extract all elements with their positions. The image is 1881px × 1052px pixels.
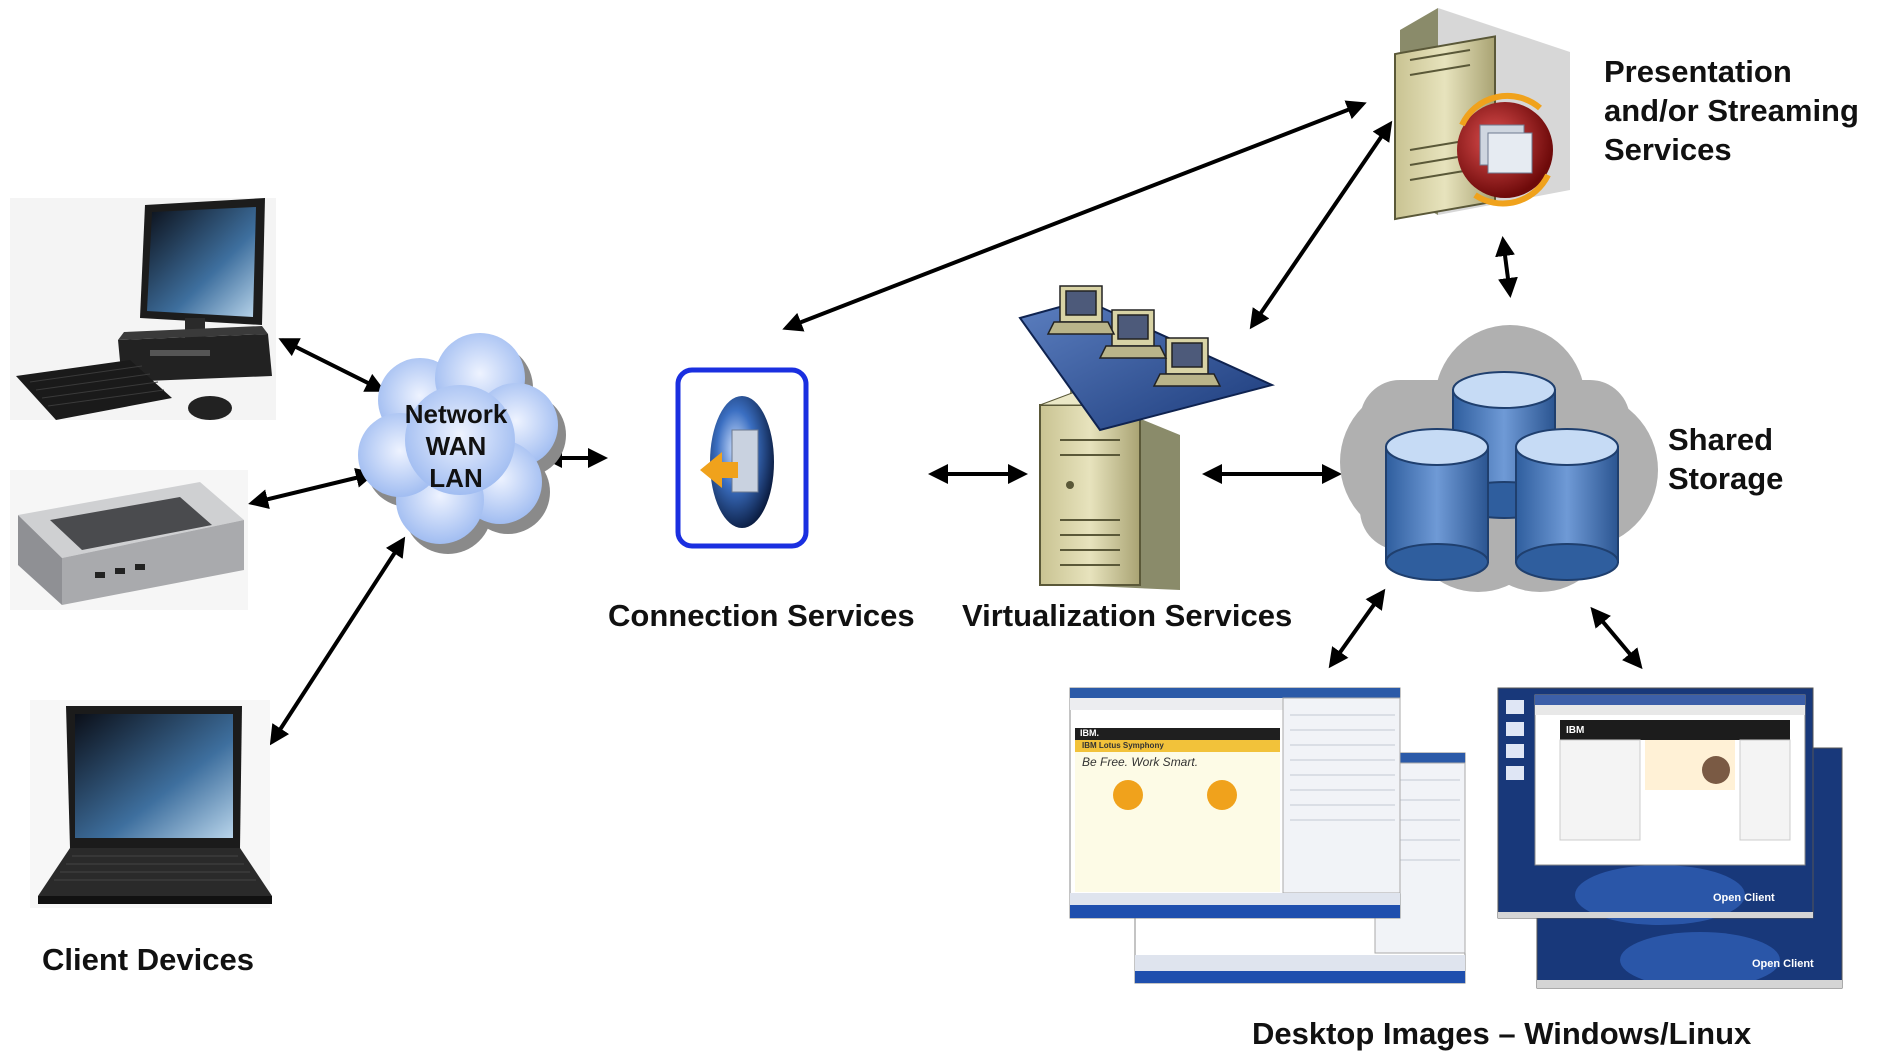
virtualization-server-icon (1018, 285, 1275, 590)
windows-screenshot-front (1069, 687, 1401, 919)
presentation-label-line1: Presentation (1604, 54, 1792, 89)
windows-brand-text: IBM. (1080, 728, 1099, 738)
laptop-icon (30, 700, 272, 908)
linux-os-label-front: Open Client (1713, 892, 1775, 904)
connection-services-icon (675, 367, 809, 549)
windows-product-text: IBM Lotus Symphony (1082, 741, 1164, 750)
client-devices-label: Client Devices (42, 942, 254, 977)
presentation-label-line3: Services (1604, 132, 1732, 167)
desktop-pc-icon (10, 198, 276, 420)
linux-brand-text: IBM (1566, 725, 1585, 736)
presentation-label: Presentation and/or Streaming Services (1604, 52, 1859, 169)
network-label: Network WAN LAN (392, 398, 520, 494)
connection-services-label: Connection Services (608, 598, 915, 633)
shared-storage-label-line1: Shared (1668, 422, 1774, 457)
shared-storage-label-line2: Storage (1668, 461, 1784, 496)
desktop-images-label: Desktop Images – Windows/Linux (1252, 1016, 1752, 1051)
network-label-line3: LAN (429, 463, 483, 493)
presentation-server-icon (1394, 8, 1570, 221)
windows-desktop-images (1069, 687, 1466, 984)
network-cloud-icon (358, 333, 566, 554)
network-label-line2: WAN (425, 431, 487, 461)
linux-desktop-images (1497, 687, 1843, 989)
windows-tagline-text: Be Free. Work Smart. (1082, 755, 1199, 769)
virtualization-services-label: Virtualization Services (962, 598, 1293, 633)
shared-storage-label: Shared Storage (1668, 420, 1783, 498)
shared-storage-icon (1340, 325, 1658, 592)
network-label-line1: Network (404, 399, 508, 429)
presentation-label-line2: and/or Streaming (1604, 93, 1859, 128)
linux-screenshot-front (1497, 687, 1814, 925)
connection-arrows (248, 100, 1643, 746)
thin-client-icon (10, 470, 248, 610)
linux-os-label-back: Open Client (1752, 958, 1814, 970)
